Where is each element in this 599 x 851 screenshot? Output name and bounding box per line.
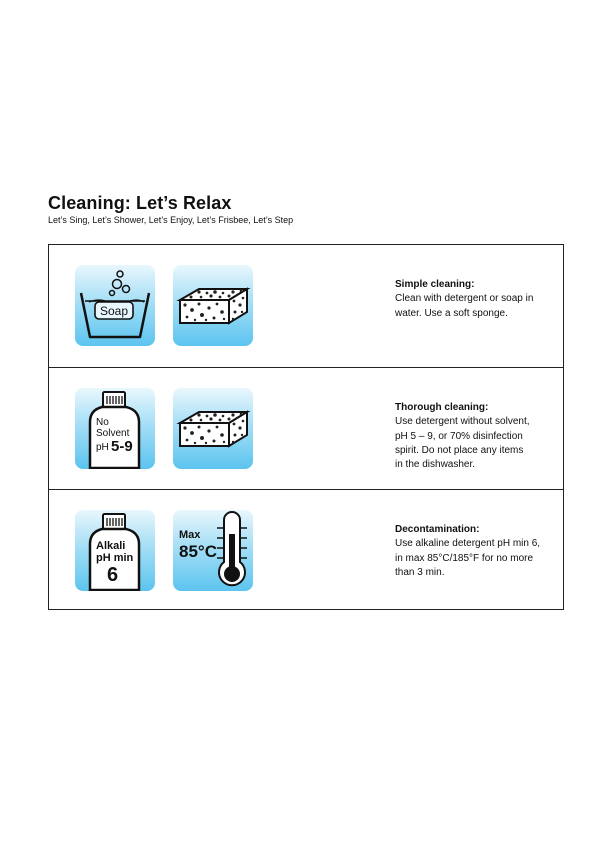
instruction-line: than 3 min. (395, 566, 445, 578)
table-row: Alkali pH min 6 Max 85°C Decontamination… (49, 489, 563, 612)
max-temp-label: Max (179, 529, 201, 541)
cleaning-table: Soap Simple cleaning: Clean with deterge… (48, 244, 564, 610)
instruction-heading: Decontamination: (395, 524, 480, 535)
table-row: No Solvent pH 5-9 Thorough cleaning: Use… (49, 367, 563, 490)
bottle-ph-range: 5-9 (111, 438, 133, 455)
soap-label: Soap (100, 304, 129, 318)
instruction-line: Use detergent without solvent, (395, 416, 530, 428)
table-row: Soap Simple cleaning: Clean with deterge… (49, 245, 563, 367)
instruction-text: Decontamination: Use alkaline detergent … (395, 523, 555, 580)
bottle-label: pH min (96, 552, 134, 564)
instruction-line: pH 5 – 9, or 70% disinfection (395, 430, 523, 442)
bottle-label: Alkali (96, 540, 126, 552)
page-subtitle: Let’s Sing, Let’s Shower, Let’s Enjoy, L… (48, 215, 294, 225)
instruction-line: in max 85°C/185°F for no more (395, 552, 534, 564)
alkali-bottle-icon: Alkali pH min 6 (75, 510, 155, 591)
bottle-label: Solvent (96, 428, 130, 439)
instruction-line: Clean with detergent or soap in (395, 293, 534, 305)
instruction-text: Simple cleaning: Clean with detergent or… (395, 278, 555, 321)
instruction-line: water. Use a soft sponge. (395, 307, 508, 319)
instruction-line: spirit. Do not place any items (395, 444, 524, 456)
instruction-heading: Simple cleaning: (395, 279, 475, 290)
instruction-text: Thorough cleaning: Use detergent without… (395, 401, 555, 472)
page-title: Cleaning: Let’s Relax (48, 193, 232, 213)
max-temp-value: 85°C (179, 542, 217, 561)
instruction-line: Use alkaline detergent pH min 6, (395, 538, 541, 550)
bottle-label: No (96, 417, 109, 428)
sponge-icon (173, 388, 253, 469)
instruction-line: in the dishwasher. (395, 459, 476, 471)
solvent-free-bottle-icon: No Solvent pH 5-9 (75, 388, 155, 469)
bottle-ph-label: pH (96, 442, 109, 453)
thermometer-icon: Max 85°C (173, 510, 253, 591)
instruction-heading: Thorough cleaning: (395, 402, 489, 413)
bottle-ph-min-value: 6 (107, 564, 119, 586)
sponge-icon (173, 265, 253, 346)
soap-bowl-icon: Soap (75, 265, 155, 346)
